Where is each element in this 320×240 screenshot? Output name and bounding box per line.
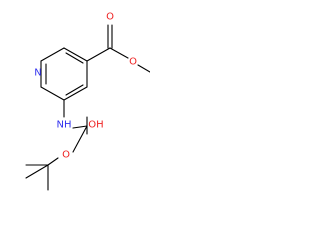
atom-label-o-carbonyl: O: [106, 12, 114, 23]
atom-label-oh: OH: [88, 120, 103, 131]
bond-c2-c3-inner: [65, 52, 84, 64]
bond-c2-c3: [63, 47, 88, 62]
atom-label-o-tbu: O: [62, 150, 70, 161]
bond-ccarbonyl-oester: [109, 47, 129, 59]
bond-ccarbamate-otbu: [72, 125, 88, 153]
bond-c5-c6: [40, 86, 65, 101]
bond-c3-ccarbonyl: [86, 47, 111, 62]
boc-amino-group: [25, 99, 88, 191]
atom-label-n-ring: N: [34, 68, 41, 79]
molecule-diagram: N O O NH OH O: [25, 12, 150, 191]
bond-n-c2: [40, 47, 65, 62]
methyl-ester-group: [86, 24, 150, 73]
pyridine-ring: [40, 47, 88, 101]
bond-c4-c5-inner: [65, 84, 84, 96]
atom-labels: N O O NH OH O: [34, 12, 137, 161]
bond-c4-c5: [63, 86, 88, 101]
atom-label-nh: NH: [57, 120, 72, 131]
bond-cq-methyl-downleft: [25, 164, 49, 179]
bond-otbu-cq: [47, 157, 59, 166]
bond-oester-methyl: [137, 64, 150, 73]
bond-nh-ccarbamate: [72, 125, 88, 129]
atom-label-o-ester: O: [129, 57, 137, 68]
structure-canvas: N O O NH OH O: [0, 0, 150, 211]
